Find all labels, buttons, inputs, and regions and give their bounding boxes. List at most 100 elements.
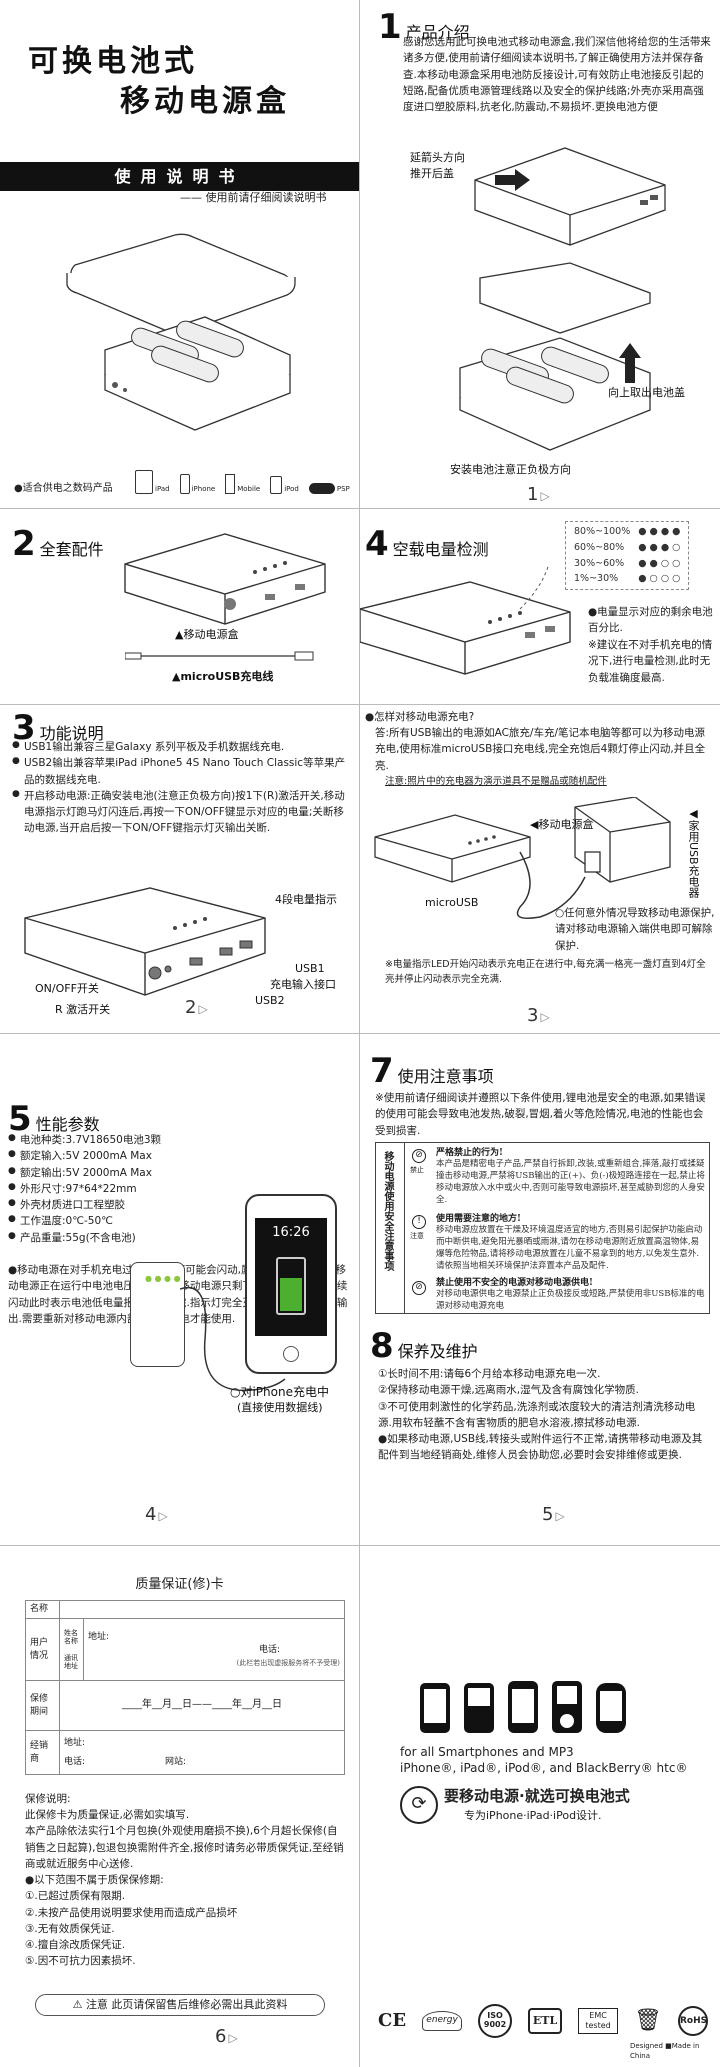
- charge-check-illustration: [360, 564, 571, 675]
- precaution-intro: ※使用前请仔细阅读并遵照以下条件使用,锂电池是安全的电源,如果错误的使用可能会导…: [375, 1092, 706, 1137]
- accessory-power-bank: ▲移动电源盒: [175, 628, 239, 641]
- slogan-sub: 专为iPhone·iPad·iPod设计.: [464, 1809, 602, 1822]
- maintenance-item: ①长时间不用:请每6个月给本移动电源充电一次.: [378, 1368, 601, 1380]
- made-in-label: Designed ■Made in China: [630, 2042, 700, 2061]
- cover-title-line1: 可换电池式: [28, 44, 198, 79]
- section-charging: ●怎样对移动电源充电? 答:所有USB输出的电源如AC旅充/车充/笔记本电脑等都…: [360, 705, 720, 1033]
- spec-item: 额定输出:5V 2000mA Max: [8, 1165, 238, 1181]
- mobile-icon: Mobile: [225, 474, 260, 494]
- compatible-label: ●适合供电之数码产品: [14, 483, 113, 494]
- accessory-usb-cable: ▲microUSB充电线: [172, 670, 274, 683]
- maintenance-item: ②保持移动电源干燥,远离雨水,湿气及含有腐蚀化学物质.: [378, 1384, 639, 1397]
- warning-text: 本产品是精密电子产品,严禁自行拆卸,改装,或重新组合,摔落,敲打或揉疑撞击移动电…: [436, 1159, 705, 1205]
- warranty-notice: ⚠ 注意 此页请保留售后维修必需出具此资料: [35, 1994, 325, 2016]
- remove-cover-illustration: [459, 262, 651, 451]
- function-list: USB1输出兼容三星Galaxy 系列平板及手机数据线充电. USB2输出兼容苹…: [12, 739, 352, 837]
- warranty-terms-title: 保修说明:: [25, 1793, 71, 1805]
- level-row: 30%~60%● ● ○ ○: [574, 557, 681, 569]
- level-row: 1%~30%● ○ ○ ○: [574, 573, 681, 585]
- warranty-table: 名称 用户情况 姓名名称 通讯地址 地址: 电话: (此栏若出现虚报服务将不予受…: [25, 1599, 345, 1776]
- level-table: 80%~100%● ● ● ● 60%~80%● ● ● ○ 30%~60%● …: [565, 521, 690, 591]
- spec-item: 额定输入:5V 2000mA Max: [8, 1148, 238, 1164]
- label-usb1: USB1: [295, 962, 325, 975]
- warning-side-title: 移动电源使用安全注意事项: [382, 1151, 393, 1271]
- level-row: 60%~80%● ● ● ○: [574, 541, 681, 553]
- certification-row: CE energy ISO 9002 ETL EMC tested 🗑︎ RoH…: [378, 2004, 708, 2038]
- page-number: 4: [145, 1502, 168, 1528]
- power-bank-illustration: [124, 533, 326, 625]
- compatibility-line: for all Smartphones and MP3: [400, 1745, 574, 1759]
- caption-slide-2: 推开后盖: [410, 167, 454, 180]
- warranty-terms: 此保修卡为质量保证,必需如实填写. 本产品除依法实行1个月包换(外观使用磨损不换…: [25, 1809, 344, 1968]
- charge-answer: 答:所有USB输出的电源如AC旅充/车充/笔记本电脑等都可以为移动电源充电,使用…: [375, 727, 706, 772]
- function-item: USB2输出兼容苹果iPad iPhone5 4S Nano Touch Cla…: [12, 755, 352, 788]
- section-number: 2: [12, 524, 36, 564]
- section-title: 保养及维护: [397, 1341, 478, 1361]
- smartphone-icon: [420, 1683, 450, 1733]
- power-bank-ports-illustration: [24, 887, 266, 996]
- page-number: 3: [527, 1003, 550, 1029]
- warning-title: 禁止使用不安全的电源对移动电源供电!: [436, 1278, 593, 1288]
- warning-title: 严格禁止的行为!: [436, 1148, 503, 1158]
- function-item: 开启移动电源:正确安装电池(注意正负极方向)按1下(R)激活开关,移动电源指示灯…: [12, 788, 352, 837]
- blackberry-icon: [464, 1683, 494, 1733]
- warranty-card: 质量保证(修)卡 名称 用户情况 姓名名称 通讯地址 地址: 电话: (此栏若出…: [0, 1546, 359, 2067]
- intro-text: 感谢您选用此可换电池式移动电源盒,我们深信他将给您的生活带来诸多方便,使用前请仔…: [403, 36, 711, 114]
- level-row: 80%~100%● ● ● ●: [574, 526, 681, 537]
- section-title: 空载电量检测: [392, 539, 489, 559]
- cover-panel: 可换电池式 移动电源盒 使用说明书 —— 使用前请仔细阅读说明书 ●适合供电之数…: [0, 0, 359, 508]
- label-input: 充电输入接口: [270, 978, 336, 991]
- ipad-icon: iPad: [135, 470, 170, 494]
- maintenance-list: ①长时间不用:请每6个月给本移动电源充电一次. ②保持移动电源干燥,远离雨水,湿…: [378, 1366, 708, 1464]
- warning-text: 移动电源应放置在干燥及环境温度适宜的地方,否则易引起保护功能启动而中断供电,避免…: [436, 1225, 703, 1271]
- charge-note: 注意:照片中的充电器为演示道具不是赠品或随机配件: [385, 776, 607, 787]
- level-tip: ※建议在不对手机充电的情况下,进行电量检测,此时无负载准确度最高.: [588, 639, 713, 684]
- section-number: 5: [8, 1099, 32, 1139]
- psp-icon: PSP: [308, 483, 350, 494]
- phone-cable: [180, 1286, 286, 1392]
- iphone-device: 16:26: [245, 1194, 337, 1374]
- warning-box: 移动电源使用安全注意事项 ⊘ 禁止 严格禁止的行为! 本产品是精密电子产品,严禁…: [375, 1142, 710, 1314]
- compatibility-brands: iPhone®, iPad®, iPod®, and BlackBerry® h…: [400, 1761, 688, 1775]
- slide-cover-illustration: [474, 147, 666, 246]
- warning-text: 对移动电源供电之电源禁止正负极接反或短路,严禁使用非USB标准的电源对移动电源充…: [436, 1289, 705, 1311]
- energy-star-icon: energy: [422, 2011, 463, 2031]
- rohs-mark-icon: RoHS: [677, 2006, 708, 2036]
- manual-banner: 使用说明书: [0, 162, 359, 192]
- maintenance-item: ●如果移动电源,USB线,转接头或附件运行不正常,请携带移动电源及其配件到当地经…: [378, 1433, 703, 1462]
- spec-item: 工作温度:0℃-50℃: [8, 1213, 238, 1229]
- label-power-box: ◀移动电源盒: [530, 818, 594, 831]
- section-number: 4: [365, 524, 389, 564]
- function-item: USB1输出兼容三星Galaxy 系列平板及手机数据线充电.: [12, 739, 352, 755]
- back-cover: for all Smartphones and MP3 iPhone®, iPa…: [360, 1546, 720, 2067]
- spec-item: 外壳材质进口工程塑胶: [8, 1197, 238, 1213]
- emc-mark-icon: EMC tested: [578, 2008, 619, 2034]
- label-indicator: 4段电量指示: [275, 893, 337, 906]
- label-r-switch: R 激活开关: [55, 1003, 111, 1016]
- swap-logo-icon: ⟳: [400, 1786, 438, 1824]
- power-bank-side: ● ● ● ●: [130, 1262, 185, 1367]
- manual-subtitle: —— 使用前请仔细阅读说明书: [180, 191, 327, 204]
- prohibit-icon: ⊘: [412, 1281, 426, 1295]
- arrow-right-icon: [495, 169, 530, 191]
- label-onoff: ON/OFF开关: [35, 982, 99, 995]
- usb-cable-icon: [125, 651, 314, 661]
- slogan: 要移动电源·就选可换电池式: [444, 1787, 630, 1805]
- caption-lift: 向上取出电池盖: [608, 386, 685, 399]
- protect-note: ○任何意外情况导致移动电源保护,请对移动电源输入端供电即可解除保护.: [555, 907, 715, 952]
- level-note: ●电量显示对应的剩余电池百分比.: [588, 606, 713, 635]
- section-number: 7: [370, 1051, 394, 1091]
- section-number: 3: [12, 708, 36, 748]
- battery-charging-icon: [276, 1256, 306, 1315]
- maintenance-item: ③不可使用刺激性的化学药品,洗涤剂或浓度较大的清洁剂清洗移动电源.用软布轻蘸不含…: [378, 1400, 696, 1429]
- section-number: 8: [370, 1326, 394, 1366]
- label-usb2: USB2: [255, 994, 285, 1007]
- page-number: 1: [527, 482, 550, 508]
- led-note: ※电量指示LED开始闪动表示充电正在进行中,每充满一格亮一盏灯直到4灯全亮并停止…: [385, 959, 706, 985]
- spec-item: 外形尺寸:97*64*22mm: [8, 1181, 238, 1197]
- page-number: 6: [215, 2024, 238, 2050]
